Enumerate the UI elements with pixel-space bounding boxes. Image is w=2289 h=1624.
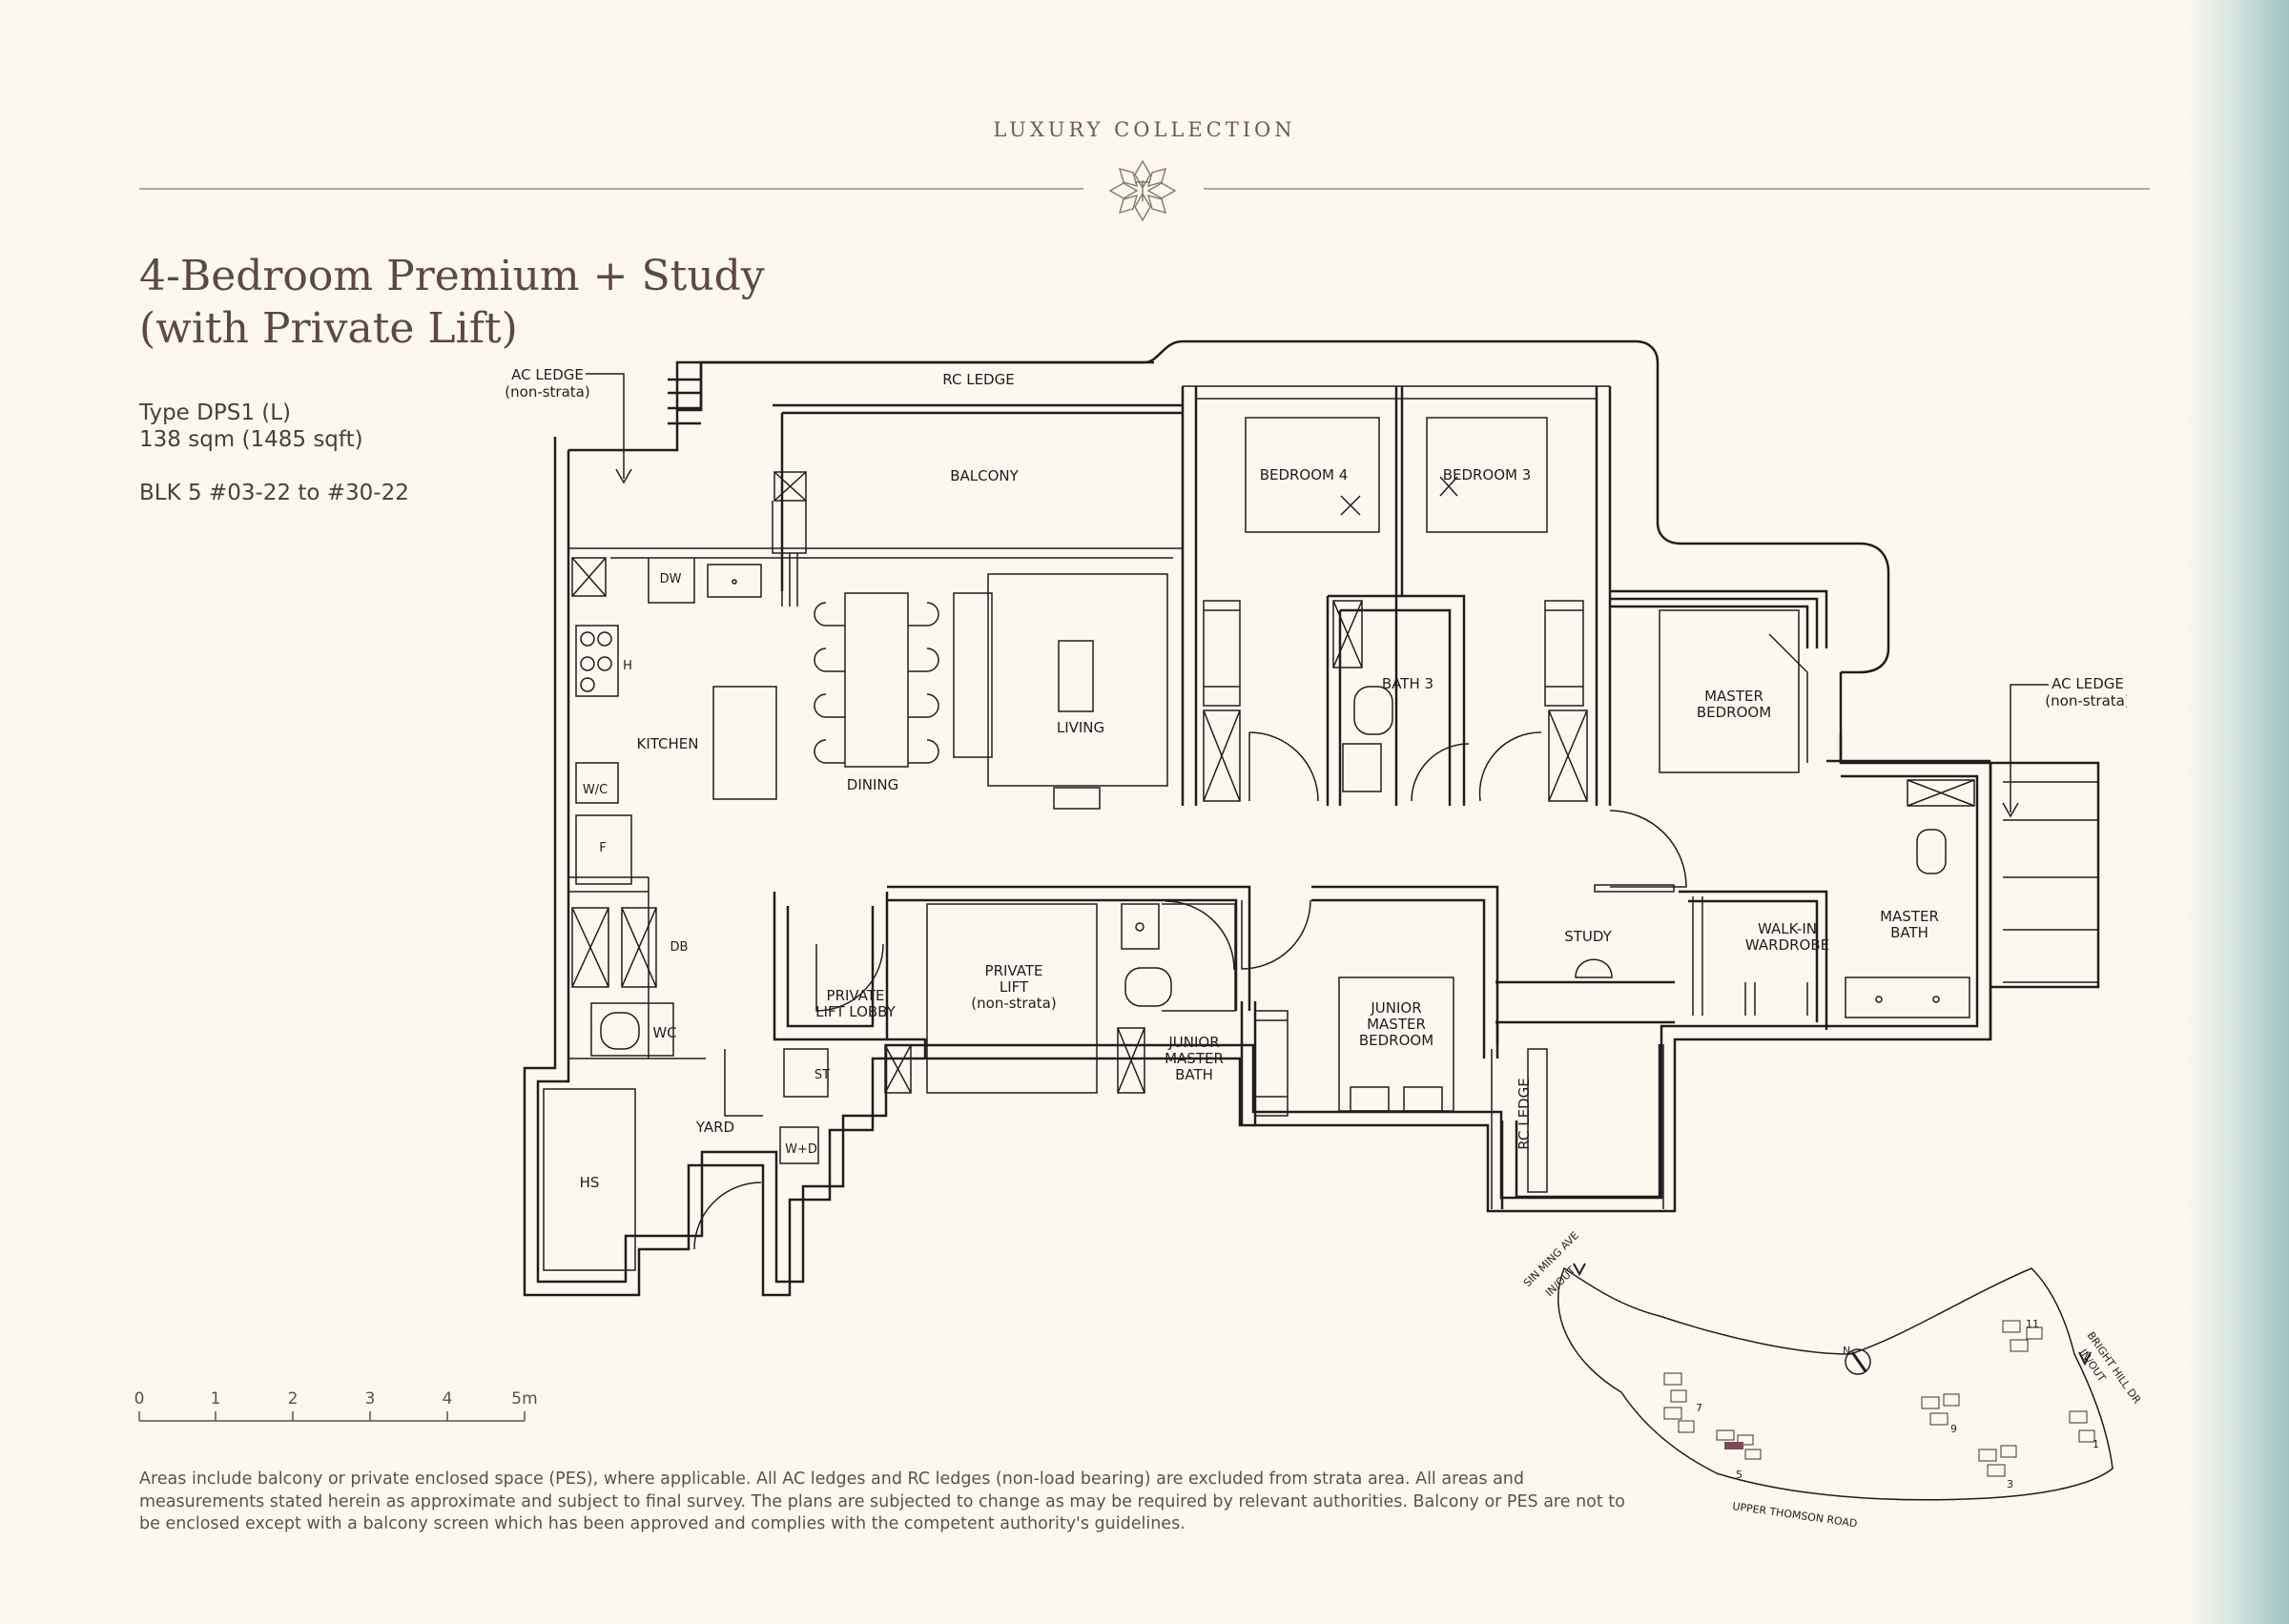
bedroom-3-label: BEDROOM 3: [1443, 466, 1532, 483]
private-lift-label-3: (non-strata): [971, 995, 1056, 1012]
junior-master-bedroom-label-3: BEDROOM: [1359, 1032, 1433, 1049]
site-block-9: 9: [1950, 1423, 1957, 1435]
yard-label: YARD: [695, 1119, 734, 1136]
washer-dryer-label: W+D: [785, 1142, 817, 1157]
dw-label: DW: [660, 572, 682, 586]
bed-3: [1426, 417, 1548, 533]
brand-label: LUXURY COLLECTION: [993, 118, 1296, 141]
sin-ming-arrow-icon: [1573, 1263, 1586, 1277]
private-lift-label-1: PRIVATE: [985, 962, 1043, 979]
wc-label: WC: [652, 1024, 676, 1041]
ac-ledge-label: AC LEDGE: [511, 366, 584, 383]
balcony-label: BALCONY: [950, 467, 1019, 484]
bedroom-4-label: BEDROOM 4: [1260, 466, 1349, 483]
site-block-1: 1: [2093, 1438, 2099, 1450]
ac-ledge-right-note: (non-strata): [2045, 692, 2127, 709]
scale-tick-2: 2: [288, 1389, 299, 1408]
lift-lobby-label-1: PRIVATE: [827, 987, 885, 1004]
dining-table: [844, 592, 909, 768]
unit-type: Type DPS1 (L): [139, 401, 292, 425]
scale-tick-1: 1: [211, 1389, 221, 1408]
private-lift-shaft: [926, 903, 1098, 1094]
unit-area: 138 sqm (1485 sqft): [139, 427, 363, 452]
study-label: STUDY: [1564, 928, 1612, 945]
scale-tick-0: 0: [134, 1389, 145, 1408]
scale-tick-4: 4: [443, 1389, 453, 1408]
site-road-sin-ming: SIN MING AVE: [1521, 1229, 1581, 1289]
junior-master-bath-label-1: JUNIOR: [1167, 1034, 1219, 1051]
site-block-7: 7: [1696, 1402, 1702, 1414]
scale-tick-5: 5m: [511, 1389, 537, 1408]
master-bedroom-label-1: MASTER: [1704, 688, 1763, 705]
ac-ledge-note: (non-strata): [505, 383, 589, 401]
master-bath-label-2: BATH: [1890, 924, 1928, 941]
divider-right: [1204, 188, 2150, 190]
title-line-2: (with Private Lift): [139, 304, 518, 353]
bright-hill-arrow-icon: [2078, 1351, 2092, 1367]
walk-in-wardrobe-label-2: WARDROBE: [1745, 936, 1829, 954]
floor-plan: AC LEDGE (non-strata) RC LEDGE BALCONY B…: [505, 339, 2127, 1297]
master-bath-label-1: MASTER: [1880, 908, 1939, 925]
junior-master-bath-label-3: BATH: [1175, 1066, 1213, 1083]
plan-labels: AC LEDGE (non-strata) RC LEDGE BALCONY B…: [505, 366, 2127, 1191]
lift-lobby-label-2: LIFT LOBBY: [815, 1003, 896, 1020]
highlighted-unit-marker: [1724, 1442, 1743, 1449]
bed-4: [1245, 417, 1380, 533]
north-compass-icon: [1845, 1348, 1871, 1375]
dining-label: DINING: [847, 776, 898, 793]
junior-master-bed: [1338, 976, 1454, 1112]
site-block-11: 11: [2026, 1318, 2039, 1330]
teal-edge-decoration: [2184, 0, 2289, 1624]
plan-walls: [523, 339, 2100, 1297]
wine-chiller-label: W/C: [583, 783, 608, 797]
site-labels: SIN MING AVE IN/OUT BRIGHT HILL DR IN/OU…: [1521, 1229, 2143, 1530]
unit-block: BLK 5 #03-22 to #30-22: [139, 481, 409, 505]
master-bed: [1659, 609, 1800, 773]
master-bedroom-label-2: BEDROOM: [1697, 704, 1771, 721]
site-north-label: N: [1843, 1345, 1850, 1357]
fridge-label: F: [599, 841, 606, 855]
scale-bar: 0 1 2 3 4 5m: [134, 1389, 538, 1422]
walk-in-wardrobe-label-1: WALK-IN: [1758, 920, 1817, 937]
living-label: LIVING: [1057, 719, 1104, 736]
disclaimer-text: Areas include balcony or private enclose…: [139, 1470, 1625, 1533]
plan-furniture: [543, 417, 1975, 1271]
junior-master-bedroom-label-2: MASTER: [1367, 1016, 1426, 1033]
kitchen-label: KITCHEN: [637, 735, 699, 752]
site-road-upper-thomson: UPPER THOMSON ROAD: [1732, 1500, 1859, 1530]
store-label: ST: [815, 1068, 830, 1082]
ac-ledge-right-label: AC LEDGE: [2052, 675, 2124, 692]
title-line-1: 4-Bedroom Premium + Study: [139, 252, 765, 300]
household-shelter-label: HS: [580, 1174, 600, 1191]
db-label: DB: [670, 940, 689, 955]
hob-label: H: [623, 659, 632, 673]
site-plan: SIN MING AVE IN/OUT BRIGHT HILL DR IN/OU…: [1521, 1229, 2143, 1530]
leader-arrows: [586, 373, 2049, 818]
site-blocks: [1663, 1320, 2095, 1477]
rc-ledge-vertical-label: RC LEDGE: [1516, 1078, 1533, 1149]
site-block-3: 3: [2007, 1478, 2013, 1490]
unit-title: 4-Bedroom Premium + Study (with Private …: [139, 250, 765, 355]
bath-3-label: BATH 3: [1382, 675, 1433, 692]
junior-master-bedroom-label-1: JUNIOR: [1370, 999, 1421, 1017]
scale-tick-3: 3: [365, 1389, 376, 1408]
private-lift-label-2: LIFT: [1000, 978, 1029, 996]
junior-master-bath-label-2: MASTER: [1165, 1050, 1224, 1067]
site-block-5: 5: [1736, 1469, 1743, 1481]
emblem-icon: [1108, 159, 1177, 222]
rc-ledge-label: RC LEDGE: [942, 371, 1014, 388]
divider-left: [139, 188, 1083, 190]
